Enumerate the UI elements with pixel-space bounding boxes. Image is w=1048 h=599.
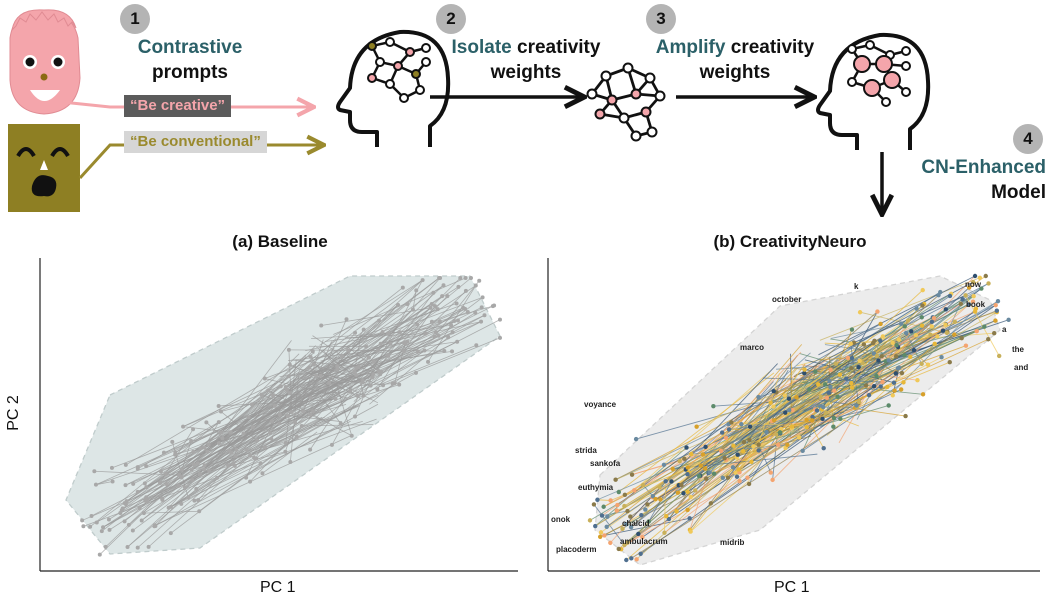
- step-3-rest: creativity: [730, 37, 815, 58]
- step-4-rest: Model: [991, 182, 1046, 203]
- word-label-the: the: [1012, 345, 1025, 354]
- word-label-chalcid: chalcid: [622, 519, 650, 528]
- word-label-now: now: [965, 280, 982, 289]
- step-3-highlight: Amplify: [655, 37, 726, 58]
- step-3-title: Amplify creativity: [635, 37, 835, 59]
- step-3-rest2: weights: [699, 62, 771, 83]
- word-label-book: book: [966, 300, 986, 309]
- step-1-rest: prompts: [152, 62, 228, 83]
- word-label-voyance: voyance: [584, 400, 617, 409]
- step-3-badge: 3: [646, 4, 676, 34]
- word-label-ambulacrum: ambulacrum: [620, 537, 668, 546]
- panel-b-xlabel: PC 1: [774, 579, 810, 596]
- step-4-highlight: CN-Enhanced: [921, 157, 1046, 178]
- word-label-strida: strida: [575, 446, 597, 455]
- word-label-and: and: [1014, 363, 1028, 372]
- step-1-highlight: Contrastive: [137, 37, 243, 58]
- step-2-title: Isolate creativity: [426, 37, 626, 59]
- conventional-prompt-tag: “Be conventional”: [124, 131, 267, 153]
- creativityneuro-edges: [587, 273, 1011, 563]
- word-labels: october k now book a the and marco voyance strida…: [551, 280, 1028, 554]
- enhanced-head-icon: [816, 32, 931, 150]
- creative-arrow: [61, 102, 312, 107]
- baseline-edges: [80, 276, 502, 557]
- step-2-rest: creativity: [517, 37, 601, 58]
- creativity-network-icon: [586, 62, 666, 142]
- word-label-a: a: [1002, 325, 1007, 334]
- panel-a-xlabel: PC 1: [260, 579, 296, 596]
- creativityneuro-plot: october k now book a the and marco voyance strida…: [547, 258, 1040, 572]
- baseline-head-icon: [336, 29, 451, 147]
- panel-a-title: (a) Baseline: [232, 232, 328, 251]
- word-label-euthymia: euthymia: [578, 483, 614, 492]
- word-label-marco: marco: [740, 343, 764, 352]
- word-label-sankofa: sankofa: [590, 459, 621, 468]
- panel-b-title: (b) CreativityNeuro: [713, 232, 867, 251]
- word-label-october: october: [772, 295, 801, 304]
- word-label-placoderm: placoderm: [556, 545, 596, 554]
- step-2-badge: 2: [436, 4, 466, 34]
- step-1-badge: 1: [120, 4, 150, 34]
- word-label-k: k: [854, 282, 859, 291]
- step-2-rest2: weights: [490, 62, 562, 83]
- panel-a-ylabel: PC 2: [4, 395, 22, 431]
- baseline-plot: [39, 258, 518, 572]
- creative-prompt-tag: “Be creative”: [124, 95, 232, 117]
- happy-face-icon: [9, 9, 81, 115]
- sad-face-icon: [8, 124, 80, 212]
- word-label-onok: onok: [551, 515, 571, 524]
- step-2-highlight: Isolate: [451, 37, 512, 58]
- word-label-midrib: midrib: [720, 538, 745, 547]
- step-4-badge: 4: [1013, 124, 1043, 154]
